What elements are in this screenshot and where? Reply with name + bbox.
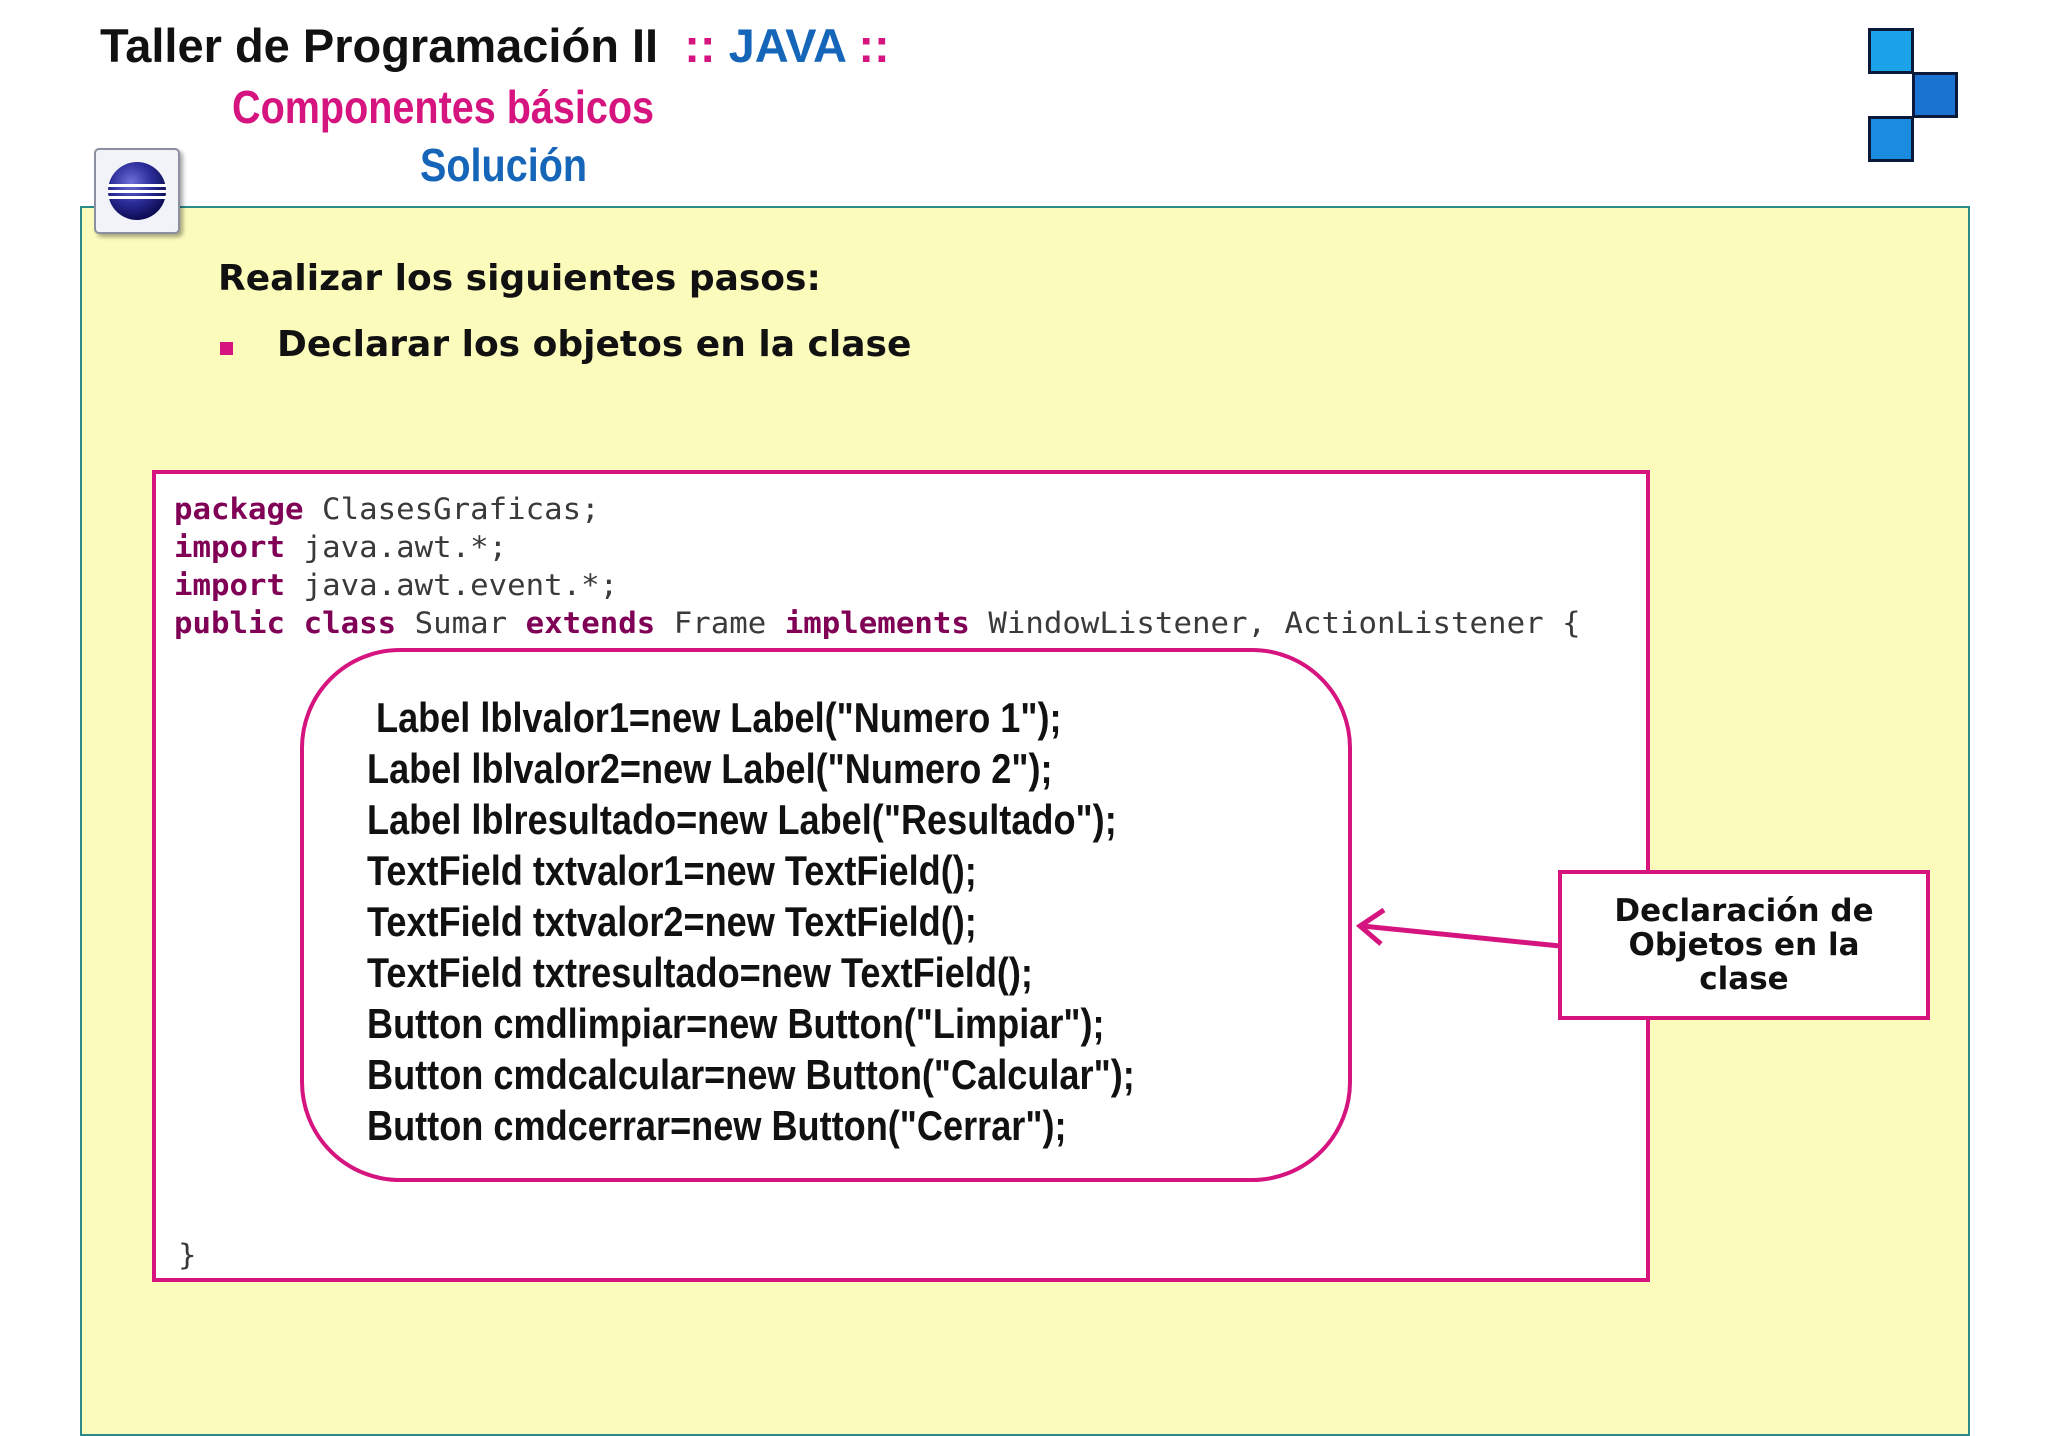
- title-separator-right: ::: [858, 19, 890, 72]
- code-line-import-event: import java.awt.event.*;: [174, 568, 619, 602]
- slide-subtitle-solution: Solución: [420, 139, 588, 191]
- declaration-line: Button cmdcalcular=new Button("Calcular"…: [367, 1051, 1135, 1098]
- declaration-line: TextField txtvalor2=new TextField();: [367, 898, 977, 945]
- declaration-line: TextField txtresultado=new TextField();: [367, 949, 1033, 996]
- declaration-line: Label lblvalor1=new Label("Numero 1");: [376, 694, 1062, 741]
- eclipse-icon: [94, 148, 180, 234]
- course-title: Taller de Programación II: [100, 19, 659, 72]
- bullet-icon: [220, 342, 233, 355]
- slide-subtitle: Componentes básicos: [232, 81, 655, 133]
- callout-text: Declaración de Objetos en la clase: [1614, 893, 1874, 997]
- declarations-box: Label lblvalor1=new Label("Numero 1"); L…: [300, 648, 1352, 1182]
- steps-heading: Realizar los siguientes pasos:: [218, 258, 821, 299]
- declaration-line: Label lblresultado=new Label("Resultado"…: [367, 796, 1117, 843]
- language-title: JAVA: [728, 19, 846, 72]
- declaration-line: Button cmdlimpiar=new Button("Limpiar");: [367, 1000, 1105, 1047]
- code-line-class-declaration: public class Sumar extends Frame impleme…: [174, 606, 1581, 640]
- code-line-import-awt: import java.awt.*;: [174, 530, 508, 564]
- code-closing-brace: }: [178, 1238, 197, 1272]
- declaration-line: Label lblvalor2=new Label("Numero 2");: [367, 745, 1053, 792]
- declaration-line: TextField txtvalor1=new TextField();: [367, 847, 977, 894]
- callout-box: Declaración de Objetos en la clase: [1558, 870, 1930, 1020]
- title-separator-left: ::: [684, 19, 716, 72]
- squares-logo-icon: [1864, 26, 1964, 166]
- step-item: Declarar los objetos en la clase: [277, 324, 912, 365]
- declaration-line: Button cmdcerrar=new Button("Cerrar");: [367, 1102, 1067, 1149]
- page-title: Taller de Programación II :: JAVA ::: [100, 18, 890, 73]
- code-line-package: package ClasesGraficas;: [174, 492, 600, 526]
